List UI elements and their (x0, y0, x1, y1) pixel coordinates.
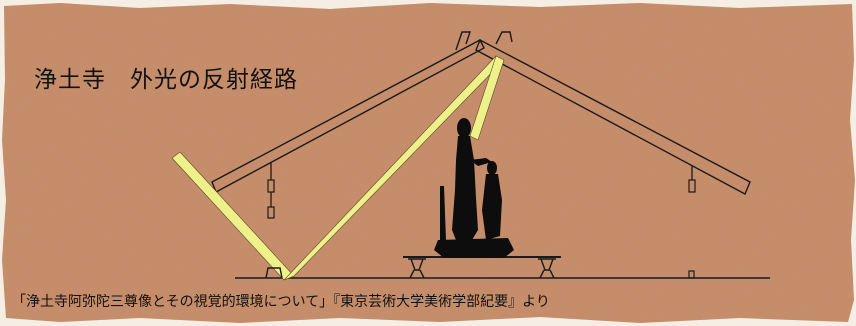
floor-support-left (265, 267, 283, 279)
floor-support-right (538, 258, 556, 279)
roof-right-eave (475, 39, 751, 195)
hanging-lantern-right (688, 166, 696, 193)
diagram-title: 浄土寺 外光の反射経路 (34, 67, 298, 93)
light-ray-to-statue (469, 55, 505, 141)
statue-silhouette (434, 118, 514, 258)
roof-ridge-right (495, 31, 513, 45)
parchment-texture (2, 3, 855, 323)
roof-left-eave (211, 39, 485, 193)
roof-ridge-left (455, 31, 471, 51)
floor-support-center (408, 258, 426, 279)
hanging-lantern-left (267, 163, 275, 219)
source-caption: 「浄土寺阿弥陀三尊像とその視覚的環境について」『東京芸術大学美術学部紀要』より (12, 294, 550, 310)
floor-support-far-right (688, 270, 695, 279)
